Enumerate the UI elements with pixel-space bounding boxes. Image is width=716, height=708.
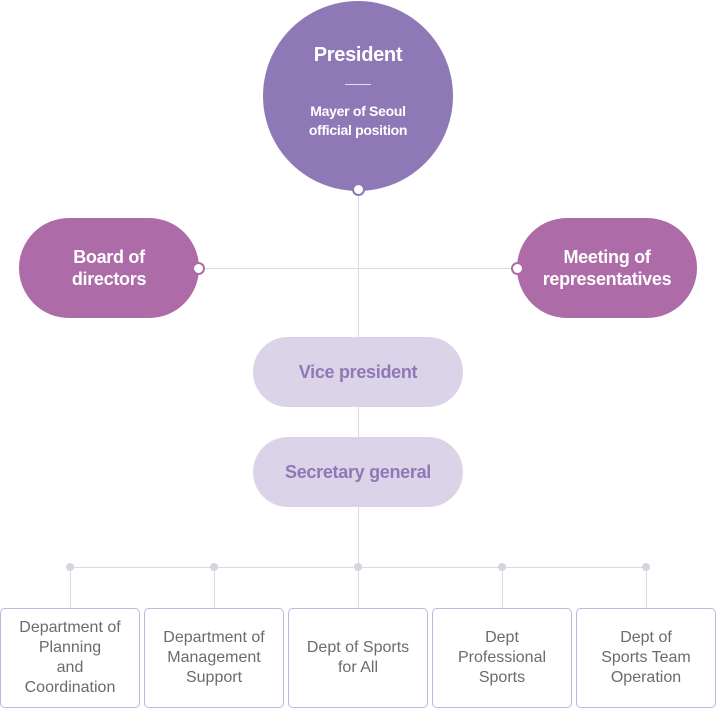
meeting-label-line2: representatives	[542, 269, 672, 289]
connector-committees	[199, 268, 517, 269]
dept-sports-team-operation-label: Dept of Sports Team Operation	[601, 628, 691, 688]
president-connector-dot	[352, 183, 365, 196]
dept-label-line: Management	[167, 649, 261, 666]
president-title: President	[313, 44, 403, 66]
president-divider	[345, 84, 371, 85]
dept-label-line: Dept	[485, 629, 519, 646]
president-subtitle: Mayer of Seoul official position	[308, 102, 408, 140]
dept-branch-dot-4	[498, 563, 506, 571]
dept-sports-team-operation[interactable]: Dept of Sports Team Operation	[576, 608, 716, 708]
meeting-label-line1: Meeting of	[563, 247, 651, 267]
dept-label-line: Operation	[610, 669, 682, 686]
dept-management-support-label: Department of Management Support	[163, 628, 264, 688]
board-connector-dot	[192, 262, 205, 275]
dept-sports-for-all[interactable]: Dept of Sports for All	[288, 608, 428, 708]
vice-president-label: Vice president	[298, 361, 418, 382]
president-subtitle-line2: official position	[308, 122, 408, 138]
secretary-general-node[interactable]: Secretary general	[253, 437, 463, 507]
meeting-connector-dot	[511, 262, 524, 275]
dept-branch-dot-5	[642, 563, 650, 571]
connector-dept-1	[70, 567, 71, 608]
dept-label-line: Department of	[19, 619, 121, 636]
dept-branch-dot-3	[354, 563, 362, 571]
dept-label-line: Sports Team	[601, 649, 691, 666]
dept-label-line: Sports	[478, 669, 526, 686]
board-of-directors-node[interactable]: Board of directors	[19, 218, 199, 318]
dept-planning-coordination[interactable]: Department of Planning and Coordination	[0, 608, 140, 708]
dept-branch-dot-1	[66, 563, 74, 571]
board-of-directors-label: Board of directors	[71, 246, 147, 290]
board-label-line2: directors	[71, 269, 147, 289]
meeting-of-representatives-node[interactable]: Meeting of representatives	[517, 218, 697, 318]
board-label-line1: Board of	[73, 247, 145, 267]
dept-label-line: Dept of Sports	[306, 639, 410, 656]
dept-planning-coordination-label: Department of Planning and Coordination	[19, 618, 120, 698]
dept-label-line: and	[56, 659, 84, 676]
secretary-general-label: Secretary general	[285, 461, 431, 482]
dept-label-line: Dept of	[620, 629, 672, 646]
vice-president-node[interactable]: Vice president	[253, 337, 463, 407]
meeting-of-representatives-label: Meeting of representatives	[543, 246, 672, 290]
dept-sports-for-all-label: Dept of Sports for All	[307, 638, 409, 678]
president-subtitle-line1: Mayer of Seoul	[310, 103, 406, 119]
dept-label-line: Department of	[163, 629, 265, 646]
connector-dept-5	[646, 567, 647, 608]
connector-dept-4	[502, 567, 503, 608]
connector-dept-2	[214, 567, 215, 608]
dept-label-line: Planning	[38, 639, 102, 656]
dept-professional-sports-label: Dept Professional Sports	[458, 628, 546, 688]
dept-label-line: Support	[185, 669, 243, 686]
dept-label-line: Coordination	[24, 679, 116, 696]
dept-professional-sports[interactable]: Dept Professional Sports	[432, 608, 572, 708]
dept-label-line: for All	[337, 659, 378, 676]
dept-branch-dot-2	[210, 563, 218, 571]
president-node[interactable]: President Mayer of Seoul official positi…	[263, 1, 453, 191]
dept-management-support[interactable]: Department of Management Support	[144, 608, 284, 708]
dept-label-line: Professional	[457, 649, 547, 666]
